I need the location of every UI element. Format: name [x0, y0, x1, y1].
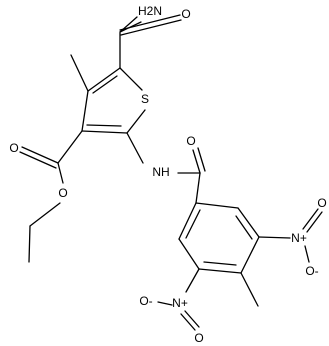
label-o-nitro-right-top: O — [317, 196, 326, 210]
label-o-nitro-bottom-down: O — [194, 331, 203, 345]
bond-c2-c3 — [81, 130, 128, 134]
bond-benz-co-a — [192, 149, 201, 174]
bond-s-c2 — [126, 109, 146, 134]
label-o-amide-top: O — [181, 7, 190, 21]
label-nh: NH — [152, 165, 169, 179]
bond-ch2-ch3 — [28, 225, 31, 263]
bond-amide-co-b — [120, 19, 182, 36]
bond-nitro-right-o-top-b — [306, 211, 323, 233]
bond-ring-5-6 — [178, 238, 200, 270]
label-s-ring: S — [141, 92, 149, 106]
bond-c5-c4 — [87, 67, 121, 92]
label-o-nitro-right-side: O- — [305, 264, 318, 278]
bond-ring-2-3 — [237, 207, 260, 238]
bond-amide-co — [119, 14, 181, 31]
bond-ester-co-a — [21, 146, 59, 164]
bond-ring-6-1-inner — [185, 209, 201, 239]
bond-benz-co-b — [197, 147, 206, 172]
bond-lines — [19, 14, 323, 331]
bond-c2-nh — [126, 132, 144, 164]
bond-ring-nitro-bottom — [185, 268, 200, 293]
bond-ring-nitro-right — [258, 236, 291, 239]
label-o-ester-ether: O — [58, 186, 67, 200]
label-h2n: H2N — [138, 4, 162, 18]
label-n-nitro-bottom: N+ — [172, 296, 188, 310]
bond-ring-4-5-inner — [203, 261, 237, 266]
bond-c4-methyl — [70, 54, 89, 92]
bond-nitro-bottom-o-left — [157, 301, 173, 306]
bond-c3-cester — [57, 130, 83, 164]
bond-c5-s — [119, 67, 143, 91]
bond-ring-2-3-inner — [235, 215, 253, 240]
bond-o-ch2 — [29, 202, 61, 227]
bond-ring-1-2 — [195, 202, 239, 209]
bond-c3-c4 — [81, 90, 89, 132]
label-o-benzamide: O — [186, 134, 195, 148]
bond-ester-co-b — [19, 151, 57, 169]
bond-nitro-bottom-o-down-a — [180, 313, 196, 331]
bond-c5-c4-inner — [92, 75, 118, 94]
label-n-nitro-right: N+ — [291, 231, 307, 245]
bond-nitro-right-o-top-a — [302, 208, 319, 230]
bond-ring-6-1 — [178, 202, 197, 240]
bond-nitro-right-o-side — [304, 245, 310, 263]
bond-ester-o — [57, 162, 64, 184]
bond-ring-methyl — [240, 272, 259, 307]
bond-ring-3-4 — [240, 236, 260, 274]
bond-nitro-bottom-o-down-b — [184, 310, 200, 328]
bond-c2-c3-inner — [86, 124, 122, 127]
label-o-nitro-bottom-left: O- — [139, 294, 152, 308]
bond-cbenz-ring — [195, 172, 201, 204]
label-o-ester-carbonyl: O — [9, 141, 18, 155]
atom-labels: H2N O S NH O O O N+ O O- N+ O- O — [9, 4, 326, 345]
bond-ring-4-5 — [198, 268, 242, 274]
